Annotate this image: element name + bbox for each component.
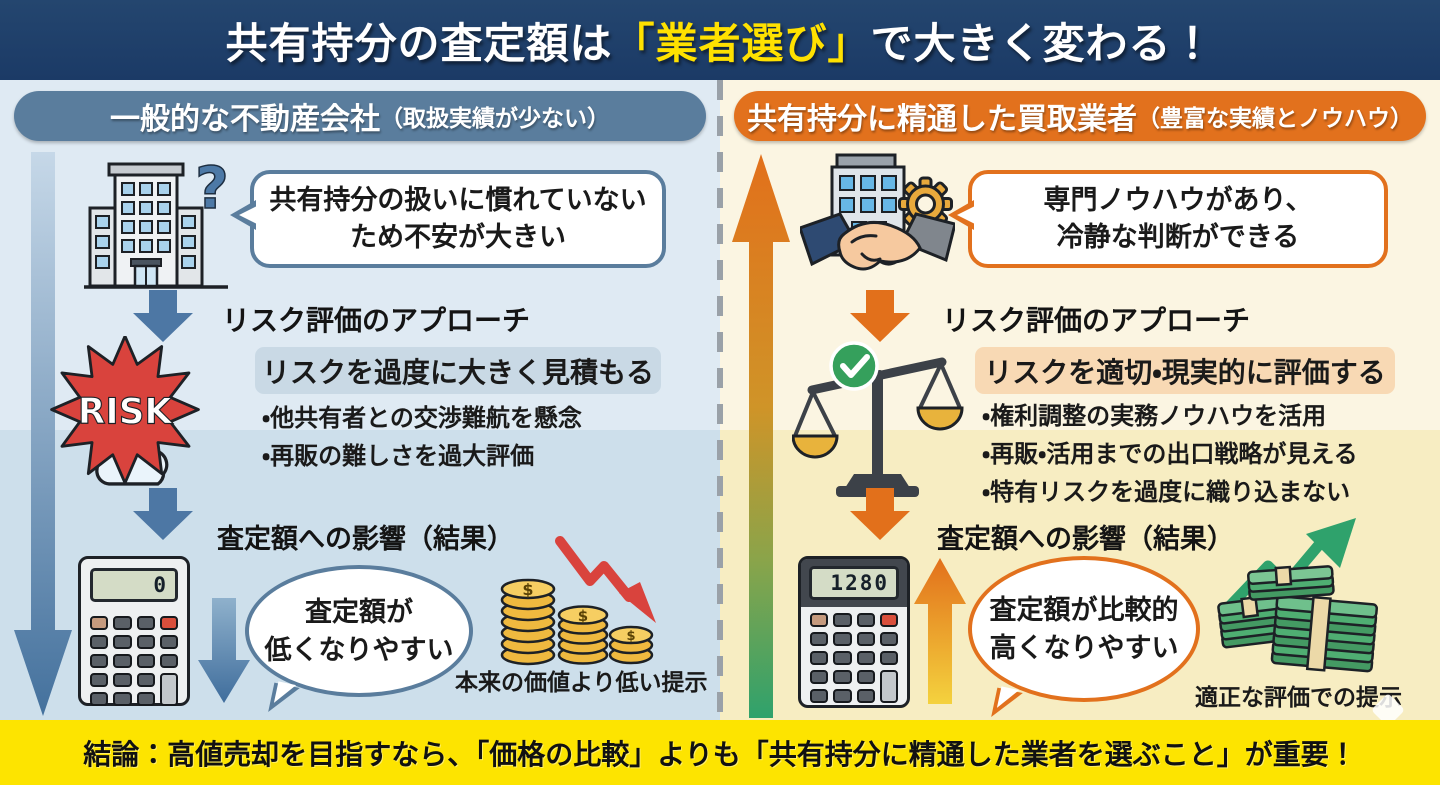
left-approach-highlight: リスクを過度に大きく見積もる bbox=[255, 347, 661, 394]
down-arrow-icon bbox=[198, 598, 250, 703]
right-intro-line1: 専門ノウハウがあり、 bbox=[1043, 185, 1313, 215]
title-pre: 共有持分の査定額は bbox=[225, 19, 613, 67]
risk-burst-icon: RISK bbox=[50, 336, 200, 486]
right-approach-heading: リスク評価のアプローチ bbox=[942, 305, 1251, 336]
left-approach-bullets: ・他共有者との交渉難航を懸念 ・再販の難しさを過大評価 bbox=[262, 400, 582, 476]
left-result-line2: 低くなりやすい bbox=[264, 635, 454, 665]
up-arrow-icon bbox=[914, 558, 966, 704]
big-down-arrow-icon bbox=[14, 152, 72, 716]
right-result-line2: 高くなりやすい bbox=[989, 633, 1179, 663]
scale-right-pan bbox=[918, 363, 962, 409]
center-divider bbox=[717, 80, 723, 722]
bullet-item: ・特有リスクを過度に織り込まない bbox=[982, 479, 1351, 506]
bullet-item: ・権利調整の実務ノウハウを活用 bbox=[982, 403, 1327, 430]
header-bar: 共有持分の査定額は「業者選び」で大きく変わる！ bbox=[0, 0, 1440, 84]
bullet-item: ・他共有者との交渉難航を懸念 bbox=[262, 405, 582, 432]
calculator-icon: 0 bbox=[78, 556, 190, 706]
right-approach-highlight: リスクを適切・現実的に評価する bbox=[975, 347, 1395, 394]
balance-scale-icon bbox=[792, 341, 964, 497]
footer-text: 結論：高値売却を目指すなら、「価格の比較」よりも「共有持分に精通した業者を選ぶこ… bbox=[83, 738, 1357, 770]
big-up-arrow-icon bbox=[732, 154, 790, 718]
left-result-heading: 査定額への影響（結果） bbox=[217, 524, 514, 554]
left-result-caption: 本来の価値より低い提示 bbox=[455, 669, 708, 695]
svg-text:$: $ bbox=[626, 629, 635, 644]
title-post: で大きく変わる！ bbox=[870, 19, 1215, 67]
building-question-icon: ? bbox=[84, 156, 230, 289]
svg-text:$: $ bbox=[522, 580, 533, 599]
down-arrow-icon bbox=[133, 290, 193, 342]
bullet-item: ・再販の難しさを過大評価 bbox=[262, 443, 535, 470]
right-result-caption: 適正な評価での提示 bbox=[1195, 684, 1402, 710]
left-header-pill: 一般的な不動産会社 （取扱実績が少ない） bbox=[14, 91, 706, 141]
right-result-line1: 査定額が比較的 bbox=[989, 595, 1179, 625]
calculator-icon: 1280 bbox=[798, 556, 910, 708]
right-result-heading: 査定額への影響（結果） bbox=[937, 524, 1234, 554]
question-mark: ? bbox=[195, 156, 229, 222]
right-header-note: （豊富な実績とノウハウ） bbox=[1137, 105, 1413, 131]
handshake-icon bbox=[800, 212, 955, 271]
down-arrow-icon bbox=[850, 488, 910, 540]
calculator-display: 1280 bbox=[809, 566, 899, 600]
calculator-display: 0 bbox=[90, 568, 178, 602]
cash-bundles bbox=[1217, 565, 1379, 673]
speech-bubble-right-intro: 専門ノウハウがあり、 冷静な判断ができる bbox=[948, 170, 1388, 268]
left-approach-heading: リスク評価のアプローチ bbox=[222, 305, 531, 336]
building-handshake-icon bbox=[800, 153, 955, 271]
right-header-title: 共有持分に精通した買取業者 bbox=[747, 103, 1137, 136]
dollar-signs: $ $ $ bbox=[522, 580, 635, 644]
calculator-keypad bbox=[81, 610, 187, 706]
left-intro-line1: 共有持分の扱いに慣れていない bbox=[269, 185, 647, 215]
bullet-item: ・再販・活用までの出口戦略が見える bbox=[982, 441, 1358, 468]
left-result-bubble: 査定額が 低くなりやすい bbox=[245, 565, 473, 718]
money-stack-icon bbox=[1217, 518, 1379, 673]
building-windows bbox=[95, 182, 196, 269]
left-header-title: 一般的な不動産会社 bbox=[110, 103, 380, 136]
check-icon bbox=[829, 341, 879, 391]
title-highlight: 「業者選び」 bbox=[612, 19, 871, 67]
calculator-keypad bbox=[801, 607, 907, 703]
right-result-bubble: 査定額が比較的 高くなりやすい bbox=[968, 556, 1200, 723]
left-intro-line2: ため不安が大きい bbox=[350, 222, 566, 252]
scale-left-pan bbox=[793, 391, 837, 437]
down-arrow-icon bbox=[850, 290, 910, 342]
page-title: 共有持分の査定額は「業者選び」で大きく変わる！ bbox=[225, 10, 1214, 71]
coins-decline-icon: $ $ $ bbox=[500, 536, 656, 666]
risk-label: RISK bbox=[78, 392, 174, 433]
calculator-head: 1280 bbox=[801, 559, 907, 607]
left-result-line1: 査定額が bbox=[305, 597, 413, 627]
right-approach-bullets: ・権利調整の実務ノウハウを活用 ・再販・活用までの出口戦略が見える ・特有リスク… bbox=[982, 398, 1358, 512]
right-header-pill: 共有持分に精通した買取業者 （豊富な実績とノウハウ） bbox=[734, 91, 1426, 141]
down-arrow-icon bbox=[133, 488, 193, 540]
right-intro-line2: 冷静な判断ができる bbox=[1056, 222, 1300, 252]
svg-text:$: $ bbox=[578, 607, 588, 625]
speech-bubble-left-intro: 共有持分の扱いに慣れていない ため不安が大きい bbox=[230, 170, 666, 268]
red-decline-arrow-icon bbox=[555, 536, 656, 623]
coin-stacks bbox=[500, 578, 654, 666]
footer-bar: 結論：高値売却を目指すなら、「価格の比較」よりも「共有持分に精通した業者を選ぶこ… bbox=[0, 720, 1440, 785]
left-header-note: （取扱実績が少ない） bbox=[380, 105, 610, 131]
